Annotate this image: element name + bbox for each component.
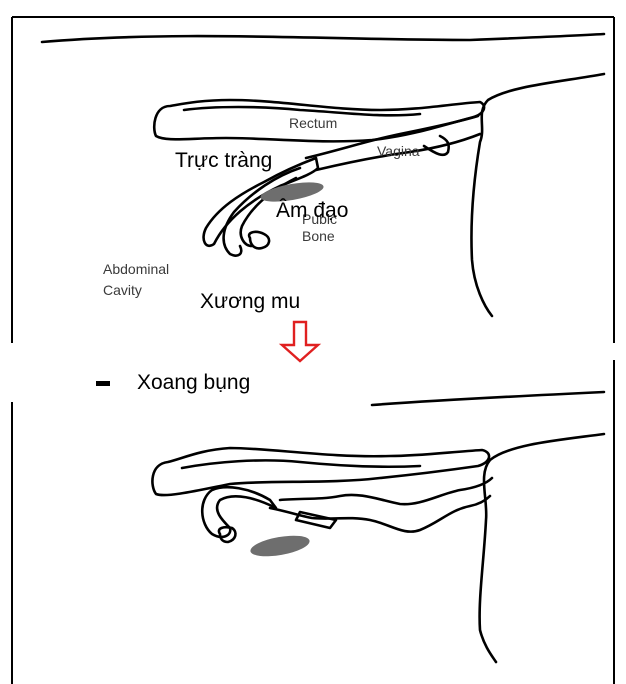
uterus-loop-bottom — [202, 487, 276, 537]
body-contour-bottom — [480, 434, 604, 662]
pubic-bone-bottom — [249, 532, 311, 560]
label-abdominal-line1: Abdominal — [103, 262, 169, 276]
rectum-inner-bottom — [182, 460, 420, 468]
bottom-diagram — [152, 392, 604, 662]
back-line-bottom — [372, 392, 604, 405]
label-abdominal-line2: Cavity — [103, 283, 142, 297]
label-rectum: Rectum — [289, 116, 337, 130]
body-contour-top — [471, 74, 604, 316]
knob-top — [249, 232, 269, 248]
down-arrow — [282, 322, 318, 361]
legend-dash — [96, 381, 110, 386]
label-pubic-line2: Bone — [302, 229, 335, 243]
inner-fold-bottom — [296, 512, 336, 528]
label-truc-trang: Trực tràng — [175, 150, 272, 171]
label-xuong-mu: Xương mu — [200, 291, 300, 312]
rectum-outer-bottom — [152, 448, 489, 495]
back-line-top — [42, 34, 604, 42]
label-vagina: Vagina — [377, 144, 420, 158]
label-am-dao: Âm đạo — [276, 200, 348, 221]
label-xoang-bung: Xoang bụng — [137, 372, 250, 393]
